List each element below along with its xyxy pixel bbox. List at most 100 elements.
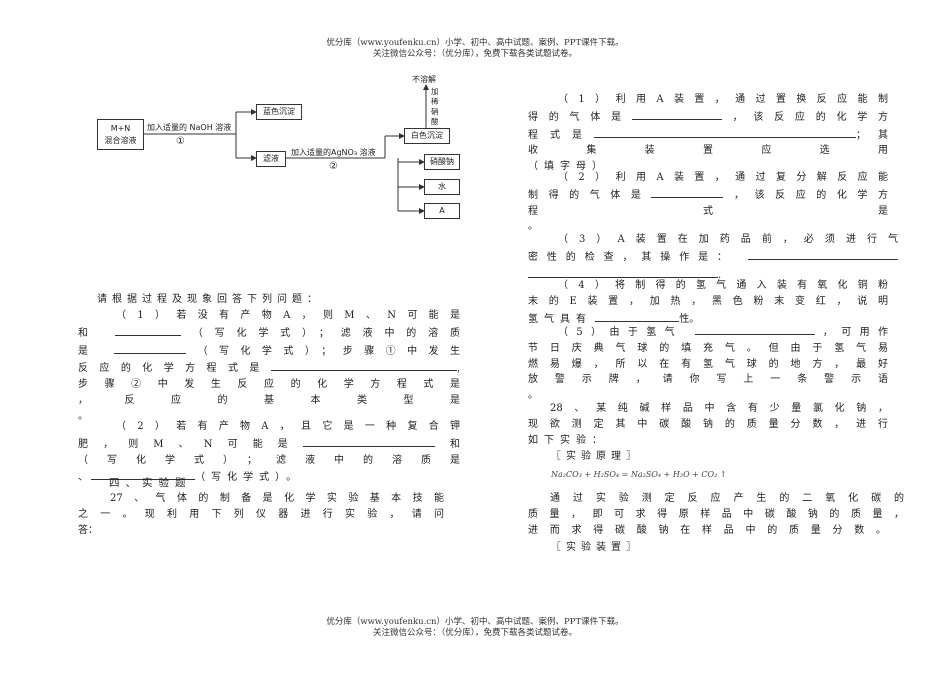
q28-text-c: 如下实验：	[528, 434, 608, 446]
q1-text-c: （写化学式）；滤液中的溶质	[180, 327, 461, 339]
answer-blank[interactable]	[114, 342, 187, 354]
q1-text-f: 反应的化学方程式是	[78, 363, 271, 375]
p2-line-2: 制得的气体是，该反应的化学方	[528, 186, 888, 204]
answer-blank[interactable]	[270, 359, 457, 372]
p1-text-c: ，该反应的化学方	[721, 111, 889, 123]
p4-line-3: 氢气具有 性。	[528, 310, 888, 328]
step1-label: 加入适量的 NaOH 溶液	[147, 123, 232, 132]
p5-text-b: ，可用作	[814, 327, 888, 338]
answer-blank[interactable]	[594, 126, 856, 138]
principle-heading: 〖实验原理〗	[551, 451, 641, 462]
q1-text-a: （1）若没有产物A，则M、N可能是	[116, 310, 460, 321]
answer-blank[interactable]	[631, 108, 722, 120]
p4-text-c: 氢气具有	[528, 313, 592, 325]
answer-blank[interactable]	[114, 324, 181, 336]
p3-text-a: （3）A装置在加药品前，必须进行气	[558, 234, 898, 245]
p2-text-a: （2）利用A装置，通过复分解反应能	[558, 172, 888, 183]
p1-line-4: 收集装置应选用	[528, 143, 888, 159]
q1-text-e: （写化学式）；步骤①中发生	[186, 345, 461, 357]
q28-line-3: 如下实验：	[528, 433, 888, 449]
p2-text-d: 程式是	[528, 205, 888, 217]
p2-text-b: 制得的气体是	[528, 189, 652, 201]
answer-blank[interactable]	[528, 266, 718, 278]
insoluble-label: 不溶解	[412, 75, 436, 84]
answer-blank[interactable]	[91, 468, 196, 481]
p3-line-2: 密性的检查，其操作是：	[528, 248, 899, 266]
question-2: （2）若有产物A，且它是一种复合钾 肥，则M、N可能是和 （写化学式）；滤液中的…	[78, 419, 460, 486]
p4-text-b: 末的E装置，加热，黑色粉末变红，说明	[528, 295, 888, 307]
part-2: （2）利用A装置，通过复分解反应能 制得的气体是，该反应的化学方 程式是 。	[528, 170, 888, 235]
answer-blank[interactable]	[694, 323, 815, 335]
question-28: 28、某纯碱样品中含有少量氯化钠， 现欲测定其中碳酸钠的质量分数，进行 如下实验…	[528, 401, 888, 448]
p2-line-1: （2）利用A装置，通过复分解反应能	[528, 170, 888, 186]
p5-line-1: （5）由于氢气 ，可用作	[528, 323, 888, 341]
q27-line-2: 之一。现利用下列仪器进行实验，请问	[78, 507, 444, 523]
answer-blank[interactable]	[302, 435, 435, 447]
q1-line-3: 是 （写化学式）；步骤①中发生	[78, 342, 460, 360]
part-5: （5）由于氢气 ，可用作 节日庆典气球的填充气。但由于氢气易 燃易爆，所以在有氢…	[528, 323, 888, 404]
q27-line-3: 答：	[78, 523, 444, 539]
p6-line-2: 质量，即可求得原样品中碳酸钠的质量，	[528, 507, 904, 523]
page-header: 优分库（www.youfenku.cn）小学、初中、高中试题、案例、PPT课件下…	[0, 38, 950, 60]
step1-number: ①	[176, 136, 185, 147]
q1-text-h: 步骤②中发生反应的化学方程式是	[78, 379, 460, 391]
q2-text-e: 、	[78, 472, 88, 484]
q1-line-2: 和 （写化学式）；滤液中的溶质	[78, 324, 460, 342]
answer-blank[interactable]	[748, 248, 899, 260]
question-1: （1）若没有产物A，则M、N可能是 和 （写化学式）；滤液中的溶质 是 （写化学…	[78, 308, 460, 425]
q27-text-b: 之一。现利用下列仪器进行实验，请问	[78, 508, 444, 520]
product-a-box: A	[424, 203, 460, 219]
q27-text-c: 答：	[78, 524, 98, 536]
part-3: （3）A装置在加药品前，必须进行气 密性的检查，其操作是： .	[528, 232, 899, 283]
start-line-2: 混合溶液	[104, 136, 137, 145]
q1-line-7: 。	[78, 409, 460, 425]
p5-text-c: 节日庆典气球的填充气。但由于氢气易	[528, 342, 888, 354]
intro-line: 请根据过程及现象回答下列问题：	[97, 294, 322, 305]
q28-line-2: 现欲测定其中碳酸钠的质量分数，进行	[528, 417, 888, 433]
p5-text-e: 放警示牌，请你写上一条警示语	[528, 374, 888, 386]
q2-text-f: （写化学式）。	[195, 472, 303, 484]
start-line-1: M+N	[110, 124, 131, 133]
q1-line-4: 反应的化学方程式是,	[78, 359, 460, 377]
start-mixture-box: M+N 混合溶液	[97, 119, 144, 150]
q1-line-5: 步骤②中发生反应的化学方程式是	[78, 377, 460, 393]
p5-line-2: 节日庆典气球的填充气。但由于氢气易	[528, 341, 888, 357]
answer-blank[interactable]	[651, 186, 724, 198]
question-27: 27、气体的制备是化学实验基本技能 之一。现利用下列仪器进行实验，请问 答：	[78, 491, 444, 538]
q1-text-g: ,	[456, 363, 460, 375]
p5-text-f: 。	[528, 390, 538, 402]
q1-line-1: （1）若没有产物A，则M、N可能是	[78, 308, 460, 324]
q2-line-1: （2）若有产物A，且它是一种复合钾	[78, 419, 460, 435]
p4-text-d: 性。	[679, 313, 700, 325]
q2-text-a: （2）若有产物A，且它是一种复合钾	[116, 421, 460, 432]
answer-blank[interactable]	[595, 310, 680, 322]
p2-text-e: 。	[528, 221, 538, 233]
p1-line-1: （1）利用A装置，通过置换反应能制	[528, 92, 888, 108]
p5-line-5: 。	[528, 388, 888, 404]
p1-text-g: （填字母）	[528, 161, 608, 173]
p6-line-3: 进而求得碳酸钠在样品中的质量分数。	[528, 523, 904, 539]
q1-line-6: ，反应的基本类型是	[78, 393, 460, 409]
apparatus-heading: 〖实验装置〗	[551, 542, 641, 553]
white-precipitate-box: 白色沉淀	[404, 128, 450, 144]
footer-line-1: 优分库（www.youfenku.cn）小学、初中、高中试题、案例、PPT课件下…	[326, 617, 624, 627]
p2-line-3: 程式是	[528, 204, 888, 220]
q28-line-1: 28、某纯碱样品中含有少量氯化钠，	[528, 401, 888, 417]
q27-text-a: 27、气体的制备是化学实验基本技能	[110, 493, 444, 504]
p5-text-d: 燃易爆，所以在有氢气球的地方，最好	[528, 358, 888, 370]
q2-text-c: 和	[434, 438, 460, 450]
p5-line-4: 放警示牌，请你写上一条警示语	[528, 372, 888, 388]
principle-text: 通过实验测定反应产生的二氧化碳的 质量，即可求得原样品中碳酸钠的质量， 进而求得…	[528, 491, 904, 538]
q1-text-b: 和	[78, 327, 100, 339]
p6-text-c: 进而求得碳酸钠在样品中的质量分数。	[528, 524, 886, 536]
footer-line-2: 关注微信公众号：（优分库），免费下载各类试题试卷。	[372, 628, 577, 638]
p1-text-e: ；其	[856, 129, 888, 141]
step2-label: 加入适量的AgNO₃ 溶液	[291, 148, 376, 157]
reaction-equation: Na₂CO₃ + H₂SO₄ = Na₂SO₄ + H₂O + CO₂ ↑	[551, 470, 727, 479]
q2-text-d: （写化学式）；滤液中的溶质是	[78, 454, 460, 466]
q27-line-1: 27、气体的制备是化学实验基本技能	[78, 491, 444, 507]
p6-text-a: 通过实验测定反应产生的二氧化碳的	[550, 493, 904, 504]
p5-text-a: （5）由于氢气	[558, 327, 683, 338]
q2-line-2: 肥，则M、N可能是和	[78, 435, 460, 453]
